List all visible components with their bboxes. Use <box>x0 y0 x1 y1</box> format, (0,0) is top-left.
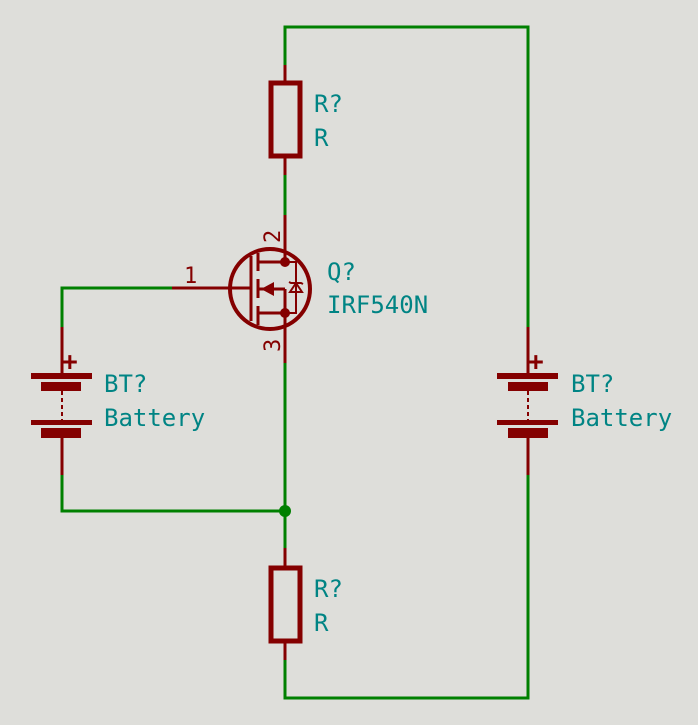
battery-right-value: Battery <box>571 404 672 432</box>
resistor-top-ref: R? <box>314 90 343 118</box>
mosfet-envelope <box>228 247 312 331</box>
body-diode <box>288 281 304 293</box>
mosfet-arrow <box>261 282 274 296</box>
gate-pin-number: 1 <box>184 264 197 289</box>
resistor-top[interactable]: R? R <box>268 65 343 175</box>
battery-left-value: Battery <box>104 404 205 432</box>
battery-left[interactable]: + BT? Battery <box>31 327 205 475</box>
resistor-bottom-value: R <box>314 609 329 637</box>
resistor-bottom[interactable]: R? R <box>268 548 343 660</box>
wire-left-bottom[interactable] <box>60 475 285 513</box>
battery-right-plus: + <box>528 347 544 377</box>
source-pin-number: 3 <box>261 339 286 352</box>
battery-left-ref: BT? <box>104 370 147 398</box>
wire-gate[interactable] <box>60 286 172 327</box>
battery-right[interactable]: + BT? Battery <box>497 327 672 475</box>
junction-dot <box>279 505 291 517</box>
wire-top-loop[interactable] <box>283 25 530 327</box>
mosfet-value: IRF540N <box>327 291 428 319</box>
wires <box>60 25 530 700</box>
resistor-top-value: R <box>314 124 329 152</box>
resistor-bottom-ref: R? <box>314 575 343 603</box>
wire-right-bottom[interactable] <box>283 475 530 700</box>
mosfet-ref: Q? <box>327 258 356 286</box>
battery-right-ref: BT? <box>571 370 614 398</box>
battery-left-plus: + <box>62 347 78 377</box>
mosfet-q[interactable]: 1 2 3 Q? IRF540N <box>172 215 428 363</box>
drain-pin-number: 2 <box>261 230 286 243</box>
